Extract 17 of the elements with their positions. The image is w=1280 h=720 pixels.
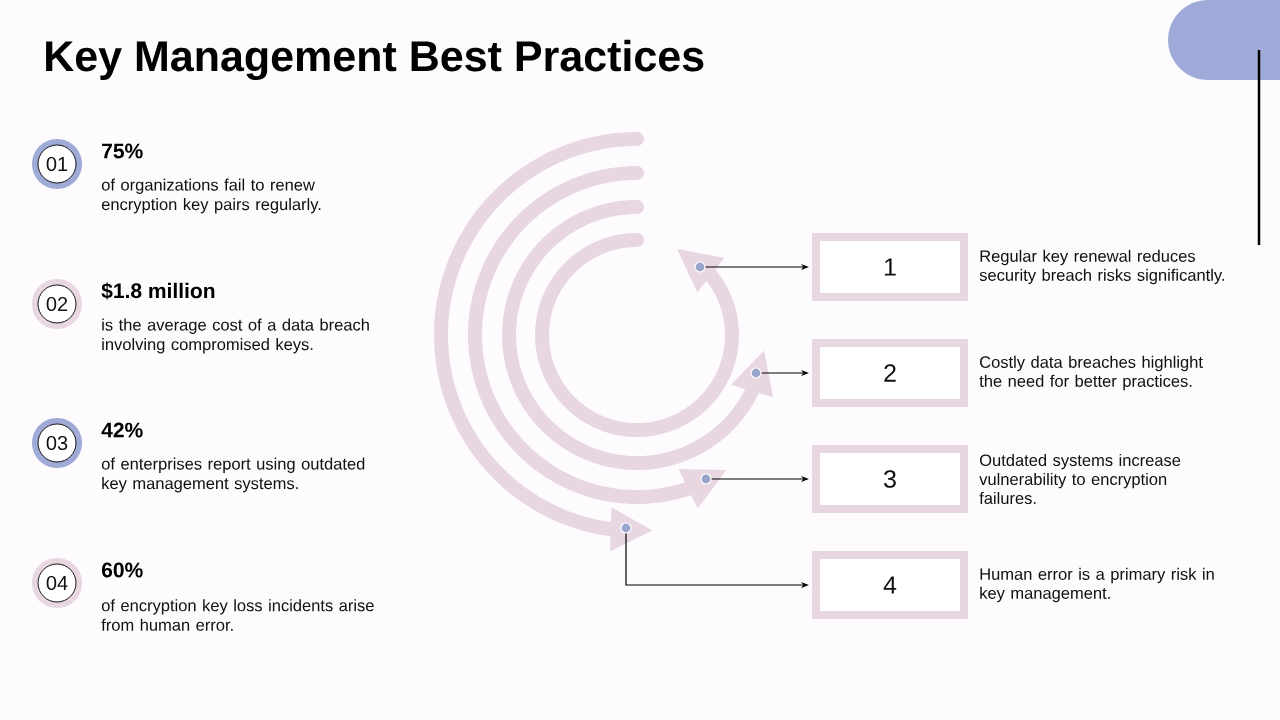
stat-value: 75% xyxy=(102,143,143,159)
stat-value: $1.8 million xyxy=(101,282,215,300)
stat-description: of organizations fail to renew encryption key pairs regularly. xyxy=(101,178,321,214)
stat-description: is the average cost of a data breach involving compromised keys. xyxy=(102,318,369,354)
description-text: Regular key renewal reduces security breach risks significantly. xyxy=(979,249,1224,285)
description-text: Costly data breaches highlight the need for better practices. xyxy=(979,355,1203,391)
number-box: 2 xyxy=(812,339,968,407)
stat-description: of encryption key loss incidents arise from human error. xyxy=(101,599,374,631)
stat-description: of enterprises report using outdated key management systems. xyxy=(101,457,365,493)
description-text: Human error is a primary risk in key management. xyxy=(980,567,1214,603)
stat-value: 60% xyxy=(101,562,143,578)
number-box: 4 xyxy=(812,551,968,619)
description-text: Outdated systems increase vulnerability to encryption failures. xyxy=(979,453,1181,505)
number-box: 3 xyxy=(812,445,968,513)
title: Key Management Best Practices xyxy=(46,39,704,81)
stat-value: 42% xyxy=(101,422,143,438)
number-box: 1 xyxy=(812,233,968,301)
